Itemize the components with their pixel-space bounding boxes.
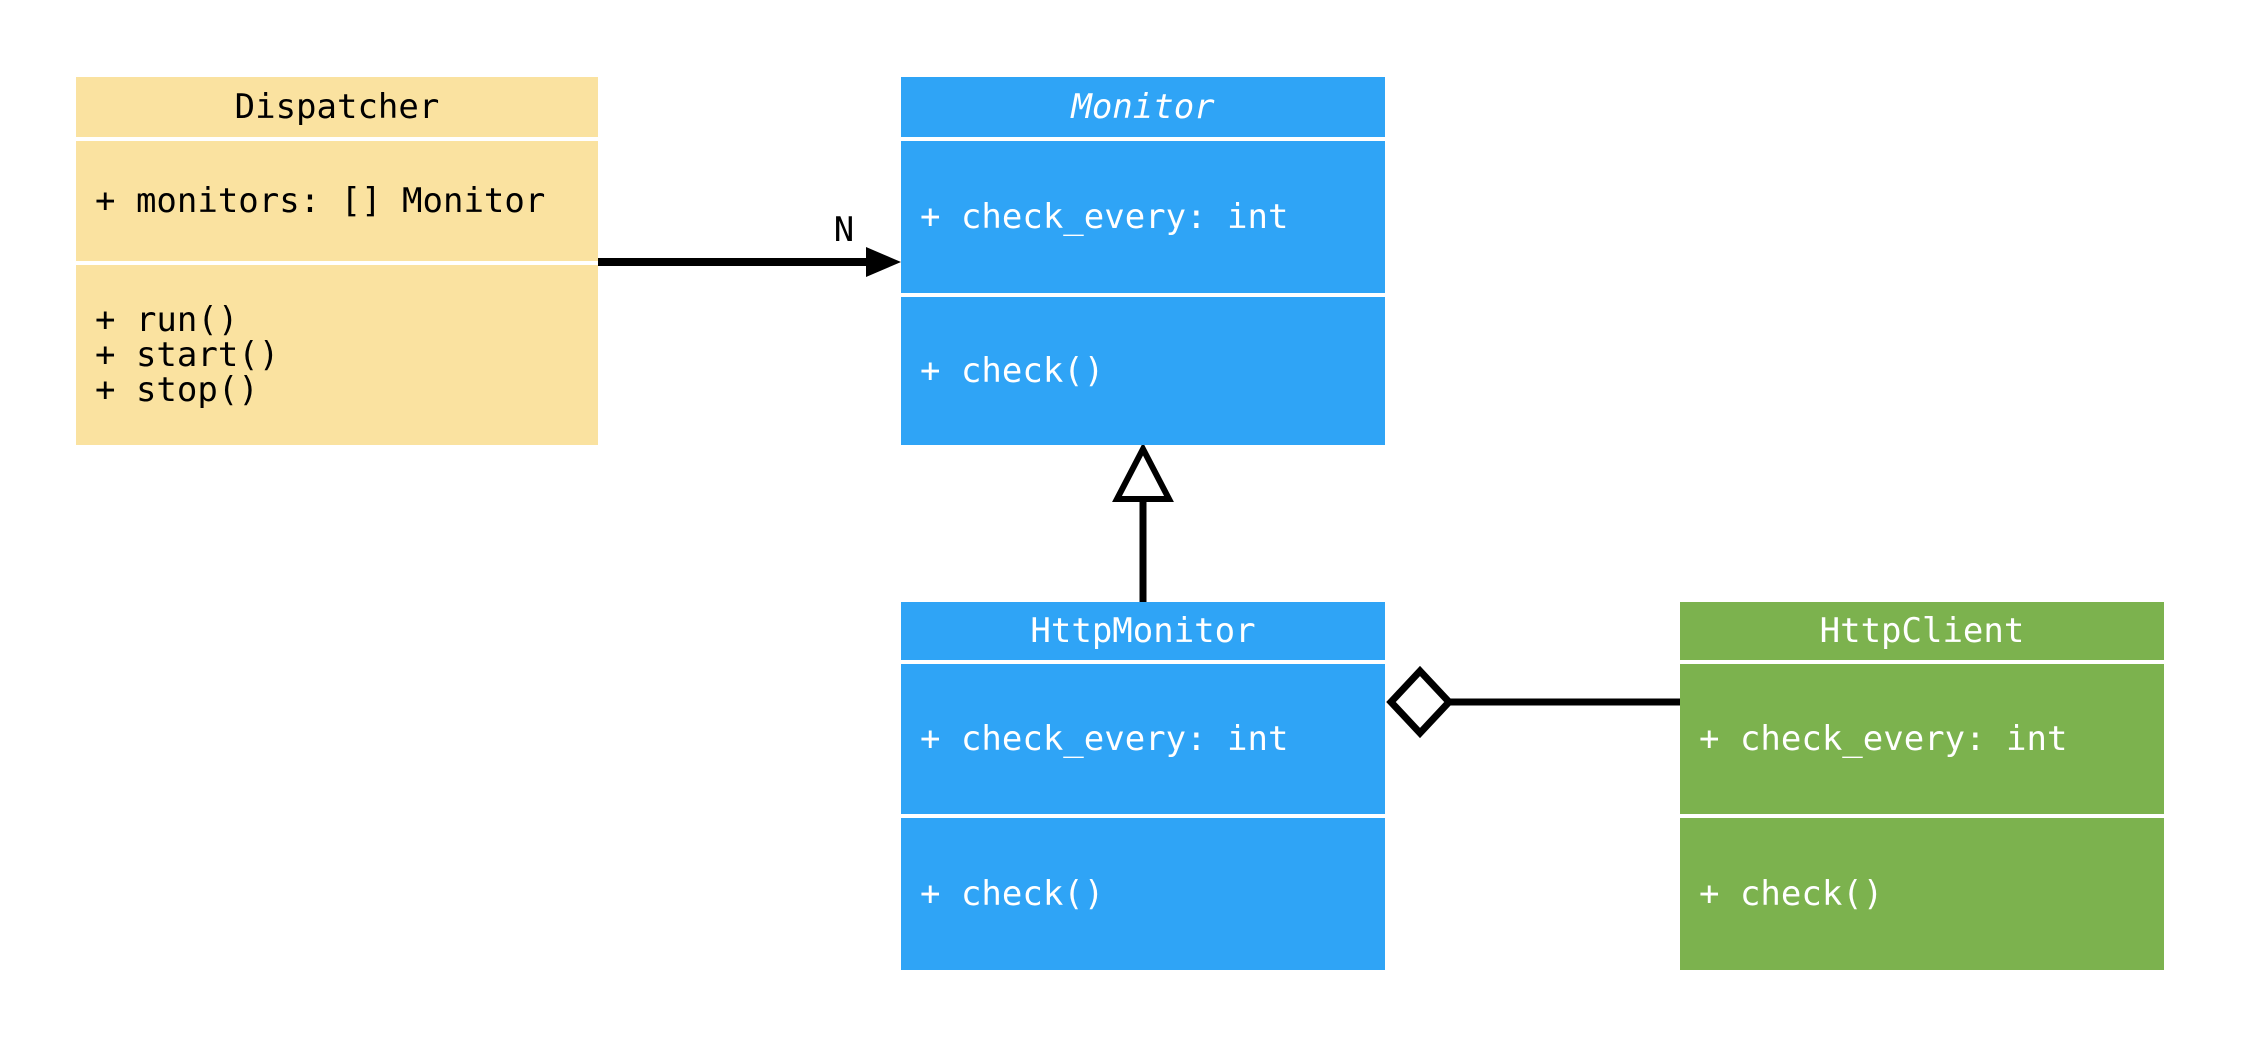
class-title-httpclient: HttpClient (1680, 602, 2164, 660)
hollow-triangle-icon (1112, 442, 1174, 502)
class-box-dispatcher: Dispatcher + monitors: [] Monitor + run(… (76, 77, 598, 445)
class-box-httpclient: HttpClient + check_every: int + check() (1680, 602, 2164, 970)
filled-arrowhead-icon (866, 247, 901, 277)
method-line: + check() (920, 873, 1105, 914)
class-attributes-httpmonitor: + check_every: int (901, 664, 1385, 814)
attribute-line: + check_every: int (920, 718, 1289, 759)
class-methods-monitor: + check() (901, 297, 1385, 445)
method-line: + check() (1699, 873, 1884, 914)
inheritance-edge-httpmonitor-monitor (1112, 442, 1174, 602)
method-line: + check() (920, 350, 1105, 391)
class-title-dispatcher: Dispatcher (76, 77, 598, 137)
class-box-httpmonitor: HttpMonitor + check_every: int + check() (901, 602, 1385, 970)
aggregation-edge-httpmonitor-httpclient (1386, 665, 1680, 739)
class-methods-httpmonitor: + check() (901, 818, 1385, 970)
class-attributes-dispatcher: + monitors: [] Monitor (76, 141, 598, 261)
class-attributes-httpclient: + check_every: int (1680, 664, 2164, 814)
class-methods-dispatcher: + run() + start() + stop() (76, 265, 598, 445)
class-title-monitor: Monitor (901, 77, 1385, 137)
method-line: + run() (95, 299, 239, 340)
association-multiplicity-label: N (834, 210, 854, 250)
class-box-monitor: Monitor + check_every: int + check() (901, 77, 1385, 445)
attribute-line: + check_every: int (920, 196, 1289, 237)
association-edge-dispatcher-monitor: N (598, 210, 901, 277)
class-attributes-monitor: + check_every: int (901, 141, 1385, 293)
hollow-diamond-icon (1386, 665, 1454, 739)
class-title-httpmonitor: HttpMonitor (901, 602, 1385, 660)
class-methods-httpclient: + check() (1680, 818, 2164, 970)
method-line: + start() (95, 334, 280, 375)
attribute-line: + check_every: int (1699, 718, 2068, 759)
attribute-line: + monitors: [] Monitor (95, 180, 546, 221)
method-line: + stop() (95, 369, 259, 410)
